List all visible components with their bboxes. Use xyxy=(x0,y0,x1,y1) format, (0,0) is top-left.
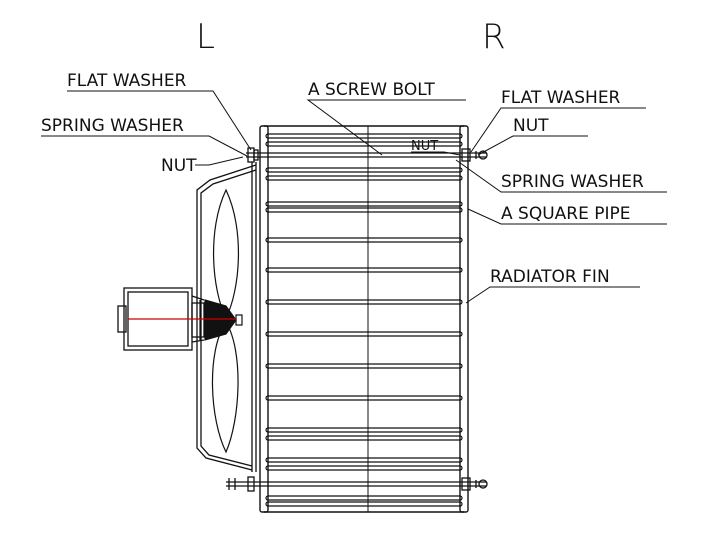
radiator-tube xyxy=(265,427,463,433)
radiator-tube xyxy=(265,299,463,305)
motor-mount xyxy=(191,302,205,338)
tube-group xyxy=(265,133,463,507)
label-spring-washer-right: SPRING WASHER xyxy=(501,172,644,192)
label-spring-washer-left: SPRING WASHER xyxy=(41,116,184,136)
radiator-tube xyxy=(265,457,463,463)
leader-square-pipe xyxy=(467,208,667,225)
radiator-tube xyxy=(265,501,463,507)
label-flat-washer-right: FLAT WASHER xyxy=(501,88,621,108)
side-label-left: L xyxy=(196,17,215,57)
label-radiator-fin: RADIATOR FIN xyxy=(490,267,610,287)
fan-blade-upper xyxy=(213,188,239,320)
radiator-tube xyxy=(265,237,463,243)
radiator-tube xyxy=(265,175,463,181)
bottom-bolt-assembly xyxy=(226,476,488,492)
bottom-right-bolt-end xyxy=(478,479,488,489)
radiator-tube xyxy=(265,363,463,369)
radiator-tube xyxy=(265,331,463,337)
leader-flat-washer-left xyxy=(67,90,252,151)
radiator-tube xyxy=(265,465,463,471)
motor-end-cap xyxy=(117,305,127,333)
leader-nut-right xyxy=(477,135,588,156)
top-left-washer xyxy=(253,149,259,161)
top-left-nut xyxy=(247,147,255,163)
bottom-right-nut xyxy=(461,477,471,491)
leader-nut-small xyxy=(411,151,461,156)
label-flat-washer-left: FLAT WASHER xyxy=(67,71,187,91)
fan-blade-lower xyxy=(211,320,239,454)
label-nut-left: NUT xyxy=(161,156,197,176)
top-right-bolt-end xyxy=(478,150,488,160)
radiator-tube xyxy=(265,141,463,147)
leader-lines xyxy=(41,90,667,304)
radiator-tube xyxy=(265,495,463,501)
left-end-plate xyxy=(259,125,269,513)
side-label-right: R xyxy=(482,17,506,57)
fan-hub xyxy=(199,299,243,341)
radiator-core xyxy=(259,125,469,513)
hub-body xyxy=(204,299,237,341)
bottom-left-nut xyxy=(247,476,255,492)
radiator-tube xyxy=(265,207,463,213)
leader-radiator-fin xyxy=(465,286,640,304)
leader-nut-left xyxy=(195,156,244,166)
leader-screw-bolt xyxy=(306,99,466,156)
leader-flat-washer-right xyxy=(470,107,646,153)
leader-spring-washer-right xyxy=(455,159,667,193)
radiator-tube xyxy=(265,267,463,273)
top-bolt-assembly xyxy=(246,147,488,163)
leader-spring-washer-left xyxy=(41,135,248,157)
radiator-tube xyxy=(265,435,463,441)
radiator-tube xyxy=(265,395,463,401)
right-end-plate xyxy=(459,125,469,513)
label-square-pipe: A SQUARE PIPE xyxy=(501,204,631,224)
label-screw-bolt: A SCREW BOLT xyxy=(308,80,435,100)
label-nut-right: NUT xyxy=(513,116,549,136)
radiator-tube xyxy=(265,201,463,207)
radiator-tube xyxy=(265,133,463,139)
top-right-nut xyxy=(461,148,471,162)
radiator-tube xyxy=(265,167,463,173)
